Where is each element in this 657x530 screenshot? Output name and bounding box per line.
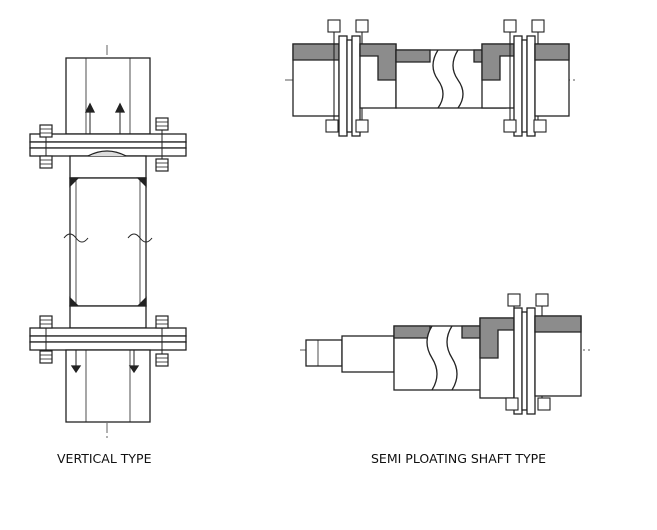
semi-floating-shaft-coupling [300,293,590,415]
semi-floating-type-caption: SEMI PLOATING SHAFT TYPE [371,451,547,466]
vertical-type-coupling [29,45,187,440]
floating-shaft-coupling [285,19,575,137]
vertical-type-caption: VERTICAL TYPE [57,451,152,466]
